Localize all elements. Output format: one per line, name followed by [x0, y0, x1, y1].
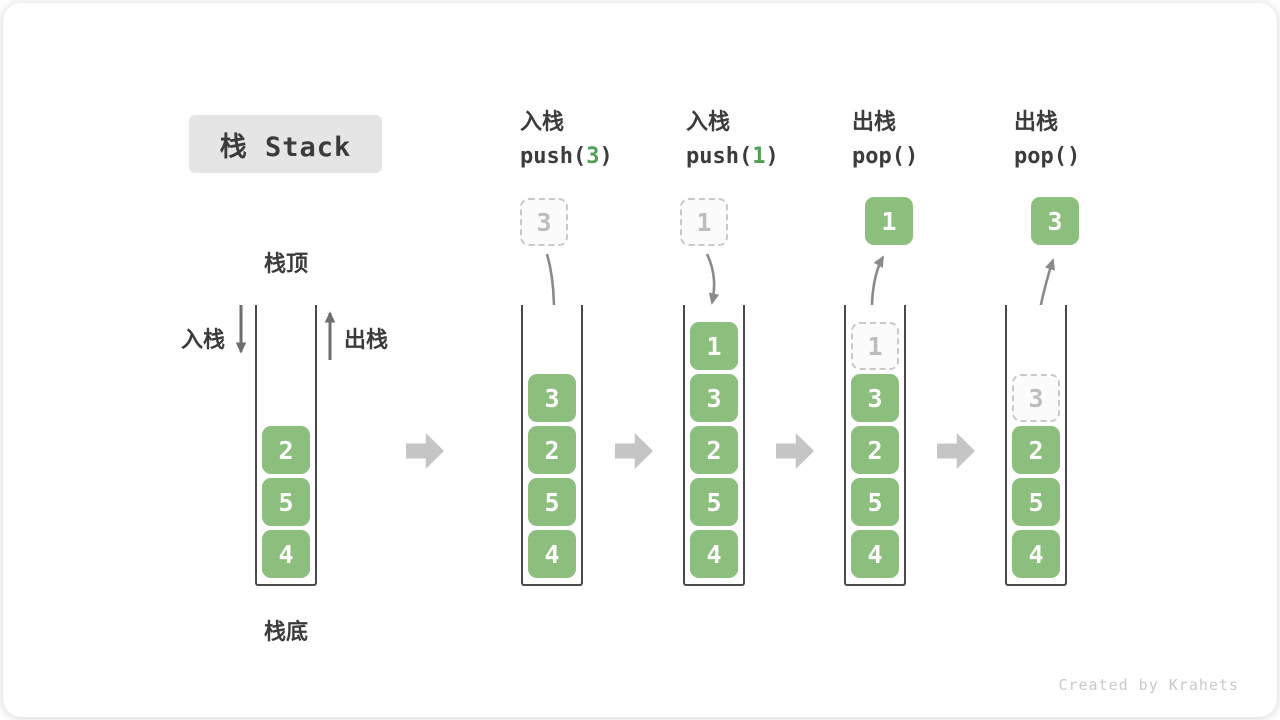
stack4-cell: 3 [851, 374, 899, 422]
pop3-popped-box: 3 [1031, 197, 1079, 245]
op-code-label: pop() [1014, 144, 1081, 169]
watermark: Created by Krahets [1058, 676, 1239, 694]
stack5-cell: 2 [1012, 426, 1060, 474]
step-arrow-icon [406, 433, 444, 469]
op-code-label: pop() [852, 144, 919, 169]
stack3-cell: 3 [690, 374, 738, 422]
stack3-cell: 5 [690, 478, 738, 526]
op-cn-label: 入栈 [686, 109, 731, 134]
pop1-popped-box: 1 [865, 197, 913, 245]
op-code-label: push(3) [520, 144, 613, 169]
step-arrow-icon [937, 433, 975, 469]
stack1-cell: 2 [262, 426, 310, 474]
op-cn-label: 出栈 [852, 109, 897, 134]
stack3-cell: 1 [690, 322, 738, 370]
stack2-cell: 5 [528, 478, 576, 526]
push1-incoming-box: 1 [680, 198, 728, 246]
stack1-cell: 4 [262, 530, 310, 578]
op-code-label: push(1) [686, 144, 779, 169]
stack4-ghost-cell: 1 [851, 322, 899, 370]
stack1-cell: 5 [262, 478, 310, 526]
stack2-cell: 3 [528, 374, 576, 422]
stack2-cell: 2 [528, 426, 576, 474]
title-text: 栈 Stack [219, 131, 352, 163]
stack-bottom-label: 栈底 [263, 619, 308, 644]
step-arrow-icon [776, 433, 814, 469]
op-cn-label: 出栈 [1014, 109, 1059, 134]
stack3-cell: 4 [690, 530, 738, 578]
stack5-cell: 4 [1012, 530, 1060, 578]
push1-curved-arrow [705, 253, 720, 305]
stack4-cell: 2 [851, 426, 899, 474]
stack4-cell: 5 [851, 478, 899, 526]
op-cn-label: 入栈 [520, 109, 565, 134]
op-header-push1: 入栈 push(1) [686, 109, 846, 170]
push3-incoming-box: 3 [520, 198, 568, 246]
stack5-cell: 5 [1012, 478, 1060, 526]
op-header-pop1: 出栈 pop() [852, 109, 1012, 170]
op-header-push3: 入栈 push(3) [520, 109, 680, 170]
stack5-ghost-cell: 3 [1012, 374, 1060, 422]
diagram-card: 栈 Stack 入栈 push(3) 入栈 push(1) 出栈 pop() 出… [3, 3, 1277, 717]
push-in-label: 入栈 [180, 327, 225, 352]
op-header-pop2: 出栈 pop() [1014, 109, 1174, 170]
title-badge: 栈 Stack [189, 115, 382, 173]
step-arrow-icon [615, 433, 653, 469]
stack4-cell: 4 [851, 530, 899, 578]
stack2-cell: 4 [528, 530, 576, 578]
pop-out-label: 出栈 [344, 327, 389, 352]
stack-top-label: 栈顶 [263, 251, 308, 276]
stack3-cell: 2 [690, 426, 738, 474]
